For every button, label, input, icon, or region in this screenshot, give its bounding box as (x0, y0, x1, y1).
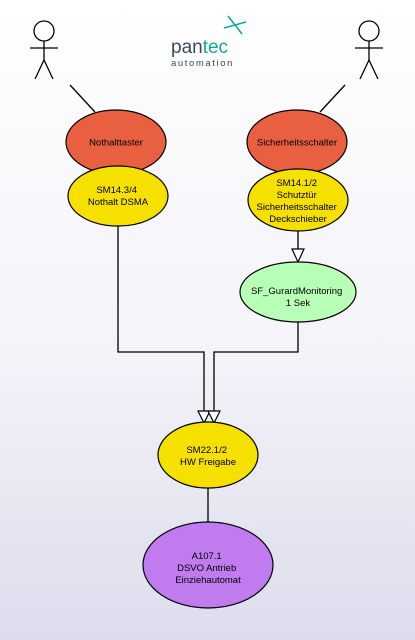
actor-left-association (69, 84, 96, 113)
svg-text:pantec: pantec (171, 37, 228, 58)
node-label: Nothalttaster (89, 138, 143, 149)
node-label: 1 Sek (286, 298, 311, 309)
svg-text:SM22.1/2 HW Freigabe: SM22.1/2 HW Freigabe (180, 445, 236, 468)
logo-name-part2: tec (203, 37, 228, 58)
sm14-3-to-sm22 (117, 215, 205, 412)
node-label: Sicherheitsschalter (257, 138, 337, 149)
node-label: HW Freigabe (180, 457, 236, 468)
node-nothalttaster: Nothalttaster (65, 109, 167, 175)
node-sf-monitoring: SF_GurardMonitoring 1 Sek (239, 261, 357, 323)
connectors (69, 84, 346, 522)
node-label: SF_GurardMonitoring (251, 286, 342, 297)
svg-text:Nothalttaster: Nothalttaster (89, 138, 143, 149)
arrow-to-monitoring (291, 248, 305, 264)
node-shape (157, 421, 259, 489)
svg-text:SM14.1/2 Schutztür: SM14.1/2 Schutztür Sicherheitsschalter D… (257, 178, 340, 225)
svg-text:SM14.3/4 Nothalt DSMA: SM14.3/4 Nothalt DSMA (88, 185, 149, 208)
node-sicherheitsschalter: Sicherheitsschalter (246, 109, 348, 175)
svg-text:SF_GurardMonitoring 1 Se: SF_GurardMonitoring 1 Sek (251, 286, 345, 309)
node-label: Deckschieber (269, 214, 327, 225)
actor-right-icon (355, 20, 383, 80)
node-label: A107.1 (192, 551, 222, 562)
logo-subtitle: automation (171, 58, 234, 69)
node-shape (142, 521, 274, 609)
logo-cross-icon (223, 15, 247, 35)
actor-left-icon (30, 20, 58, 80)
node-label: SM14.3/4 (96, 185, 137, 196)
node-label: DSVO Antrieb (177, 563, 236, 574)
node-label: Schutztür (277, 190, 317, 201)
node-shape (67, 165, 169, 227)
node-label: Einziehautomat (175, 575, 241, 586)
arrow-to-sm22-right (207, 410, 221, 425)
node-label: SM14.1/2 (276, 178, 317, 189)
svg-text:A107.1 DSVO Antrieb: A107.1 DSVO Antrieb Einziehautomat (175, 551, 241, 586)
actor-right-association (319, 84, 346, 113)
node-label: Sicherheitsschalter (257, 202, 337, 213)
node-label: Nothalt DSMA (88, 197, 149, 208)
node-sm14-3: SM14.3/4 Nothalt DSMA (67, 165, 169, 227)
arrow-to-sm22-left (197, 410, 211, 425)
node-a107: A107.1 DSVO Antrieb Einziehautomat (142, 521, 274, 609)
node-sm22: SM22.1/2 HW Freigabe (157, 421, 259, 489)
svg-text:Sicherheitsschalter: Sicherheitsschalter (257, 138, 337, 149)
logo-name-part1: pan (171, 37, 203, 58)
monitoring-to-sm22 (213, 320, 299, 412)
node-label: SM22.1/2 (186, 445, 227, 456)
pantec-logo: pantec automation (171, 15, 247, 69)
node-shape (247, 168, 349, 232)
arrowheads (197, 248, 305, 425)
node-sm14-1: SM14.1/2 Schutztür Sicherheitsschalter D… (247, 168, 349, 232)
node-shape (239, 261, 357, 323)
